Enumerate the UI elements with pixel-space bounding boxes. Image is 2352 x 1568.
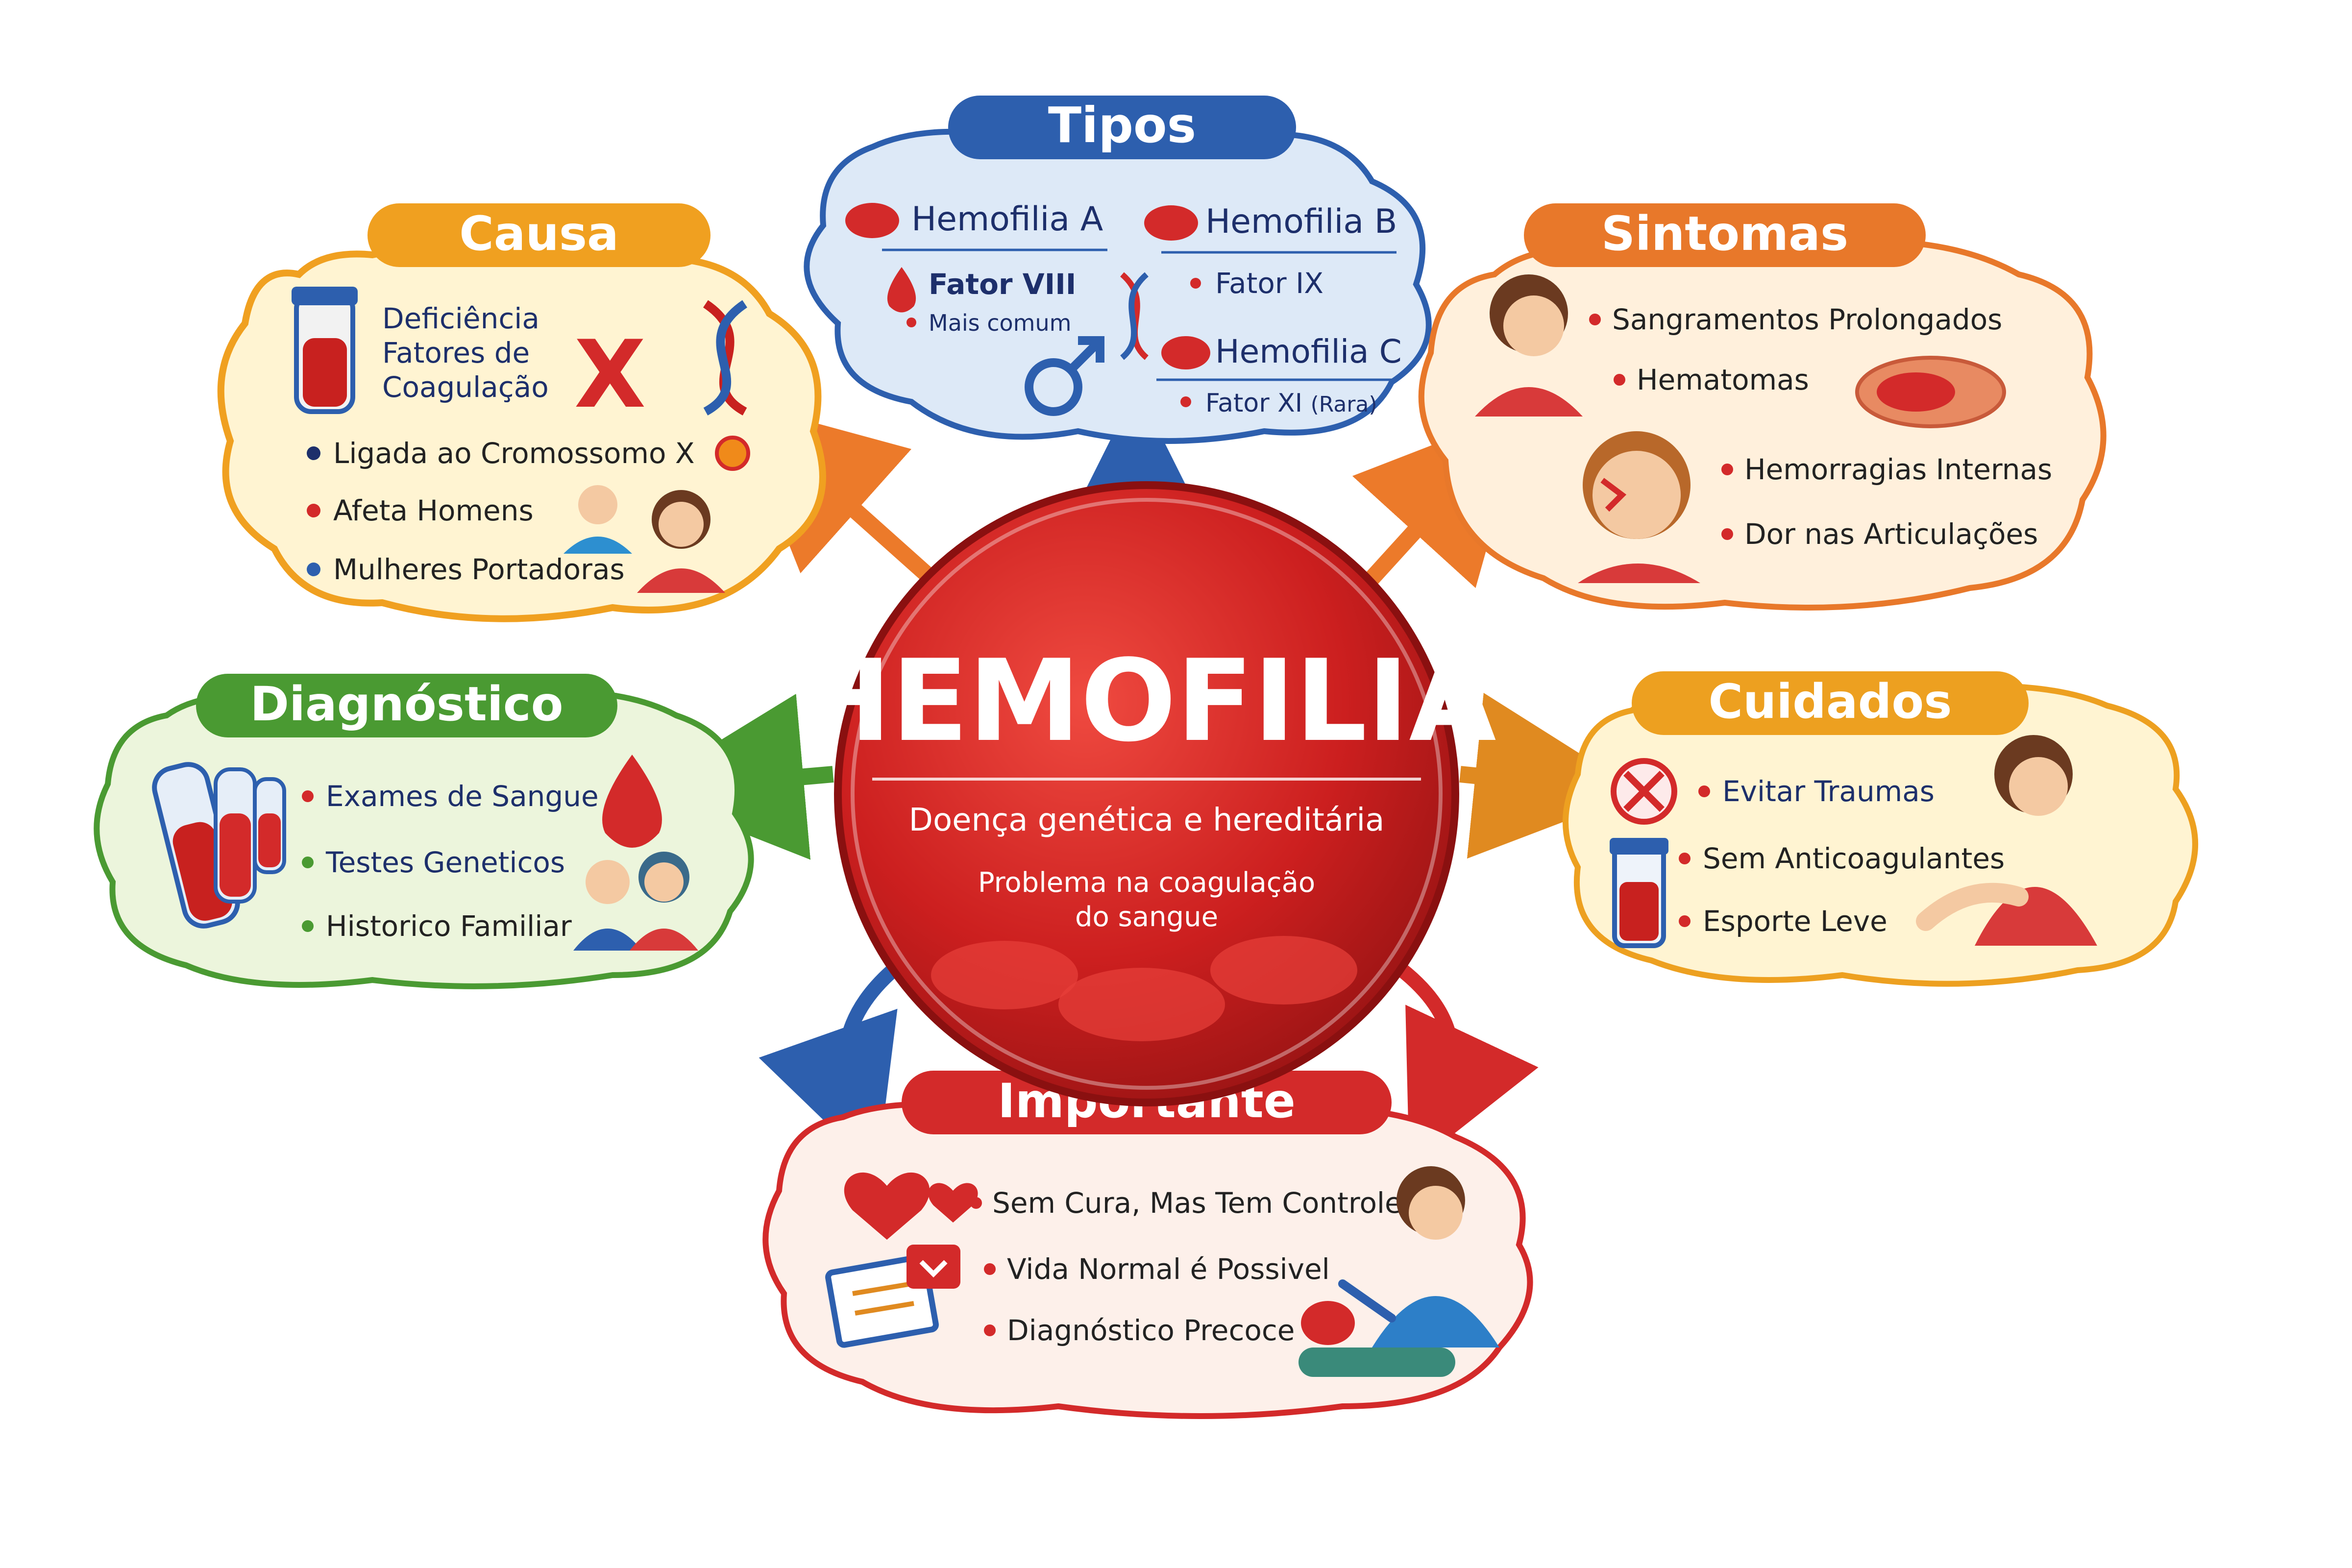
family-icon bbox=[573, 852, 698, 951]
male-symbol-icon bbox=[1025, 336, 1104, 416]
blood-drop-icon bbox=[602, 755, 662, 848]
woman-face-icon bbox=[1475, 274, 1583, 416]
medicine-vial-icon bbox=[1610, 838, 1668, 948]
tipos-bullet bbox=[1180, 396, 1191, 407]
blood-drop-icon bbox=[887, 267, 916, 313]
blood-cells-decoration bbox=[1210, 936, 1357, 1004]
tipos-title: Tipos bbox=[1048, 97, 1196, 154]
diagnostico-bullet bbox=[302, 920, 314, 932]
diagnostico-section: Diagnóstico Exames de Sangue Testes Gene… bbox=[94, 674, 754, 989]
blood-cell-icon bbox=[1161, 336, 1210, 369]
medical-book-icon bbox=[825, 1245, 960, 1348]
blood-cells-decoration bbox=[931, 941, 1078, 1009]
importante-bullet bbox=[984, 1324, 996, 1336]
arrow-to-importante-left bbox=[759, 949, 916, 1172]
woman-holding-arm-icon bbox=[1916, 735, 2097, 946]
sintomas-item: Hematomas bbox=[1637, 363, 1809, 396]
importante-bullet bbox=[984, 1263, 996, 1275]
causa-deficiencia-line2: Fatores de bbox=[382, 336, 530, 369]
importante-item: Vida Normal é Possivel bbox=[1007, 1252, 1330, 1286]
tipos-c-factor: Fator XI (Rara) bbox=[1205, 389, 1377, 418]
sintomas-title: Sintomas bbox=[1601, 206, 1848, 261]
diagnostico-item: Testes Geneticos bbox=[325, 846, 565, 879]
sintomas-item: Dor nas Articulações bbox=[1744, 517, 2038, 551]
sintomas-bullet bbox=[1721, 528, 1733, 540]
sintomas-item: Sangramentos Prolongados bbox=[1612, 303, 2002, 336]
tipos-b-name: Hemofilia B bbox=[1205, 202, 1397, 241]
tipos-c-name: Hemofilia C bbox=[1215, 333, 1402, 370]
center-inner-ring bbox=[851, 498, 1443, 1090]
importante-item: Sem Cura, Mas Tem Controle bbox=[992, 1186, 1402, 1220]
blood-cells-decoration bbox=[1058, 968, 1225, 1041]
causa-deficiencia-line1: Deficiência bbox=[382, 302, 539, 335]
importante-item: Diagnóstico Precoce bbox=[1007, 1314, 1295, 1347]
tipos-bullet bbox=[1190, 278, 1201, 289]
test-tubes-icon bbox=[152, 762, 286, 929]
diagnostico-item: Exames de Sangue bbox=[326, 780, 599, 813]
cuidados-bullet bbox=[1679, 915, 1690, 927]
tipos-title-banner bbox=[948, 96, 1296, 159]
cuidados-bullet bbox=[1698, 785, 1710, 797]
tipos-section: Tipos Hemofilia A Fator VIII Mais comum … bbox=[804, 96, 1432, 444]
causa-item: Mulheres Portadoras bbox=[333, 553, 625, 586]
diagnostico-bullet bbox=[302, 790, 314, 802]
bruise-center bbox=[1877, 372, 1955, 412]
diagnostico-item: Historico Familiar bbox=[326, 909, 572, 943]
tipos-a-name: Hemofilia A bbox=[911, 200, 1103, 239]
tipos-b-factor: Fator IX bbox=[1215, 267, 1323, 300]
tipos-bullet bbox=[906, 318, 916, 327]
center-note-line1: Problema na coagulação bbox=[978, 867, 1315, 899]
arrow-to-cuidados bbox=[1459, 692, 1642, 859]
cuidados-item: Sem Anticoagulantes bbox=[1703, 842, 2005, 875]
cuidados-item: Esporte Leve bbox=[1703, 905, 1887, 938]
causa-bullet bbox=[307, 446, 320, 460]
diagnostico-title: Diagnóstico bbox=[250, 677, 563, 732]
importante-bullet bbox=[970, 1197, 982, 1209]
sintomas-bullet bbox=[1614, 374, 1625, 386]
cross-x-icon: X bbox=[574, 320, 646, 429]
causa-section: Causa Deficiência Fatores de Coagulação … bbox=[217, 203, 826, 622]
arrow-to-importante-right bbox=[1377, 949, 1539, 1169]
diagnostico-title-banner bbox=[196, 674, 617, 737]
man-with-injection-icon bbox=[1298, 1166, 1499, 1377]
no-sign-icon bbox=[1611, 758, 1677, 825]
sintomas-item: Hemorragias Internas bbox=[1744, 453, 2052, 486]
sintomas-bullet bbox=[1721, 464, 1733, 475]
tipos-a-factor: Fator VIII bbox=[929, 268, 1076, 301]
sintomas-bullet bbox=[1589, 314, 1601, 325]
causa-item: Ligada ao Cromossomo X bbox=[333, 437, 695, 470]
cuidados-title: Cuidados bbox=[1708, 674, 1952, 729]
cuidados-section: Cuidados Evitar Traumas Sem Anticoagulan… bbox=[1563, 671, 2198, 987]
causa-deficiencia-line3: Coagulação bbox=[382, 370, 549, 404]
sintomas-section: Sintomas Sangramentos Prolongados Hemato… bbox=[1418, 203, 2107, 611]
blood-cell-icon bbox=[1144, 205, 1198, 241]
center-note-line2: do sangue bbox=[1075, 901, 1218, 933]
cuidados-bullet bbox=[1679, 853, 1690, 864]
center-title: HEMOFILIA bbox=[797, 636, 1496, 767]
blood-cell-icon bbox=[845, 203, 899, 238]
dna-icon bbox=[1120, 272, 1149, 360]
test-tube-icon bbox=[292, 287, 358, 414]
man-avatar-icon bbox=[564, 485, 632, 554]
causa-bullet bbox=[307, 563, 320, 576]
sintomas-title-banner bbox=[1524, 203, 1926, 267]
center-subtitle: Doença genética e hereditária bbox=[909, 802, 1385, 838]
dna-icon bbox=[703, 300, 748, 416]
causa-item: Afeta Homens bbox=[333, 494, 534, 527]
cuidados-title-banner bbox=[1632, 671, 2029, 735]
tipos-a-note: Mais comum bbox=[929, 310, 1071, 336]
hearts-icon bbox=[844, 1172, 978, 1240]
center-node: HEMOFILIA Doença genética e hereditária … bbox=[797, 481, 1496, 1106]
diagnostico-bullet bbox=[302, 857, 314, 868]
causa-bullet bbox=[307, 504, 320, 517]
importante-section: Importante Sem Cura, Mas Tem Controle Vi… bbox=[762, 1071, 1533, 1419]
boy-in-pain-icon bbox=[1578, 431, 1700, 583]
woman-avatar-icon bbox=[637, 490, 725, 593]
cuidados-item: Evitar Traumas bbox=[1722, 775, 1935, 808]
causa-title: Causa bbox=[459, 206, 619, 261]
causa-title-banner bbox=[368, 203, 710, 267]
chromosome-icon bbox=[715, 436, 750, 471]
